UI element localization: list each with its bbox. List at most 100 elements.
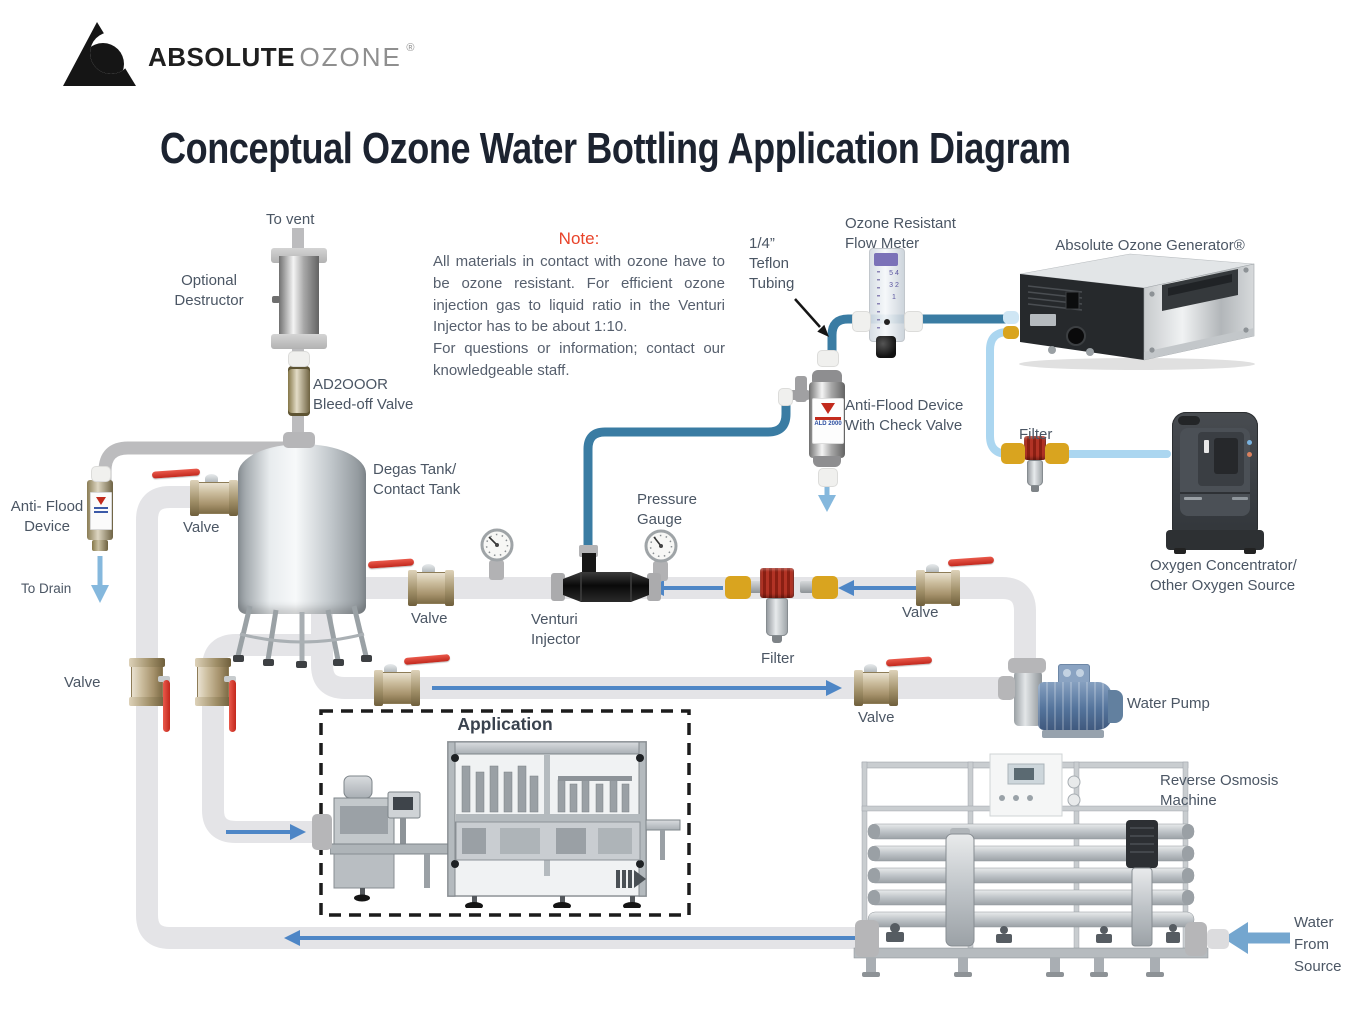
optional-destructor-label: Optional Destructor: [174, 272, 244, 310]
anti-flood-device-left: [87, 480, 113, 540]
pressure-gauge-label: Pressure Gauge: [637, 491, 698, 529]
oxygen-filter-bowl: [1027, 460, 1043, 486]
flow-meter-fitting-left: [852, 311, 871, 332]
concentrator-base: [1166, 530, 1264, 550]
oxygen-filter-cap: [1024, 436, 1046, 460]
flow-meter-ticks: [877, 271, 880, 333]
pump-top-valve-ball: [926, 564, 939, 573]
ozone-line-afd-to-venturi: [583, 394, 791, 556]
destructor-side-port: [272, 296, 280, 303]
flow-meter-knob: [876, 336, 896, 358]
pump-bottom-valve-label: Valve: [858, 709, 895, 726]
reverse-osmosis-machine: [853, 753, 1209, 977]
left-valve-1: [129, 658, 165, 706]
afd-center-elbow-h: [786, 390, 810, 400]
concentrator-foot-right: [1244, 548, 1256, 554]
application-inlet-fitting: [312, 814, 332, 850]
flow-arrow-into-application: [226, 824, 306, 840]
pump-base: [1042, 730, 1104, 738]
left-valve-1-stem: [158, 676, 170, 682]
teflon-tubing-label: 1/4” Teflon Tubing: [749, 235, 795, 293]
flow-meter-scale: 5 4 3 2 1: [889, 270, 899, 301]
flow-meter-brand-band: [874, 253, 898, 266]
oxygen-filter-gold-right: [1045, 443, 1069, 464]
tank-inlet-valve: [190, 480, 238, 516]
bleed-valve-label: AD2OOOR Bleed-off Valve: [313, 376, 414, 414]
tank-top-fitting: [283, 432, 315, 448]
water-pump-label: Water Pump: [1127, 695, 1210, 712]
water-filter-drain: [772, 636, 782, 643]
pump-end-bell: [1108, 690, 1123, 723]
afd-left-logo-icon: [96, 497, 106, 505]
tank-outlet-valve-ball: [384, 664, 397, 673]
pump-bottom-valve: [854, 670, 898, 706]
anti-flood-left-label: Anti- Flood Device: [10, 498, 84, 536]
ro-source-stub: [1207, 929, 1229, 949]
tank-outlet-valve: [374, 670, 420, 706]
pump-inlet-fitting: [998, 676, 1015, 700]
logo-text-absolute: ABSOLUTE: [148, 42, 295, 72]
left-valve-1-handle: [163, 680, 170, 732]
generator-ozone-outlet-fitting: [1003, 311, 1019, 324]
note-heading: Note:: [558, 229, 600, 248]
absolute-ozone-logo-icon: [63, 22, 139, 88]
to-vent-label: To vent: [266, 211, 315, 228]
ad2ooor-bleed-off-valve: [288, 366, 310, 416]
concentrator-foot-left: [1174, 548, 1186, 554]
afd-center-bottom-fitting: [818, 468, 838, 487]
application-box-border: [319, 709, 691, 917]
recirculation-pipe: [358, 577, 1036, 668]
water-source-label: Water From Source: [1294, 914, 1342, 975]
oxygen-filter-label: Filter: [1019, 426, 1053, 443]
drain-arrow-center: [818, 486, 836, 512]
destructor-fitting: [288, 351, 310, 367]
concentrator-power-switch: [1204, 440, 1209, 453]
flow-meter-float: [884, 319, 890, 325]
afd-left-top-fitting: [91, 466, 111, 482]
logo-text-ozone: OZONE: [299, 42, 402, 72]
ozone-generator: [1019, 253, 1255, 370]
ozone-destructor: [279, 256, 319, 338]
afd-center-bottom-cone: [813, 456, 841, 467]
flow-arrow-into-filter: [838, 580, 916, 596]
application-title: Application: [457, 714, 553, 734]
tank-inlet-valve-ball: [205, 474, 218, 483]
pump-bottom-valve-ball: [864, 664, 877, 673]
ozone-line-generator-to-afd: [827, 314, 1017, 359]
flow-meter-label: Ozone Resistant Flow Meter: [845, 215, 956, 253]
pressure-gauge-2: [644, 529, 678, 581]
teflon-pointer-arrow: [794, 298, 829, 337]
pressure-gauge-1: [480, 528, 514, 580]
generator-label: Absolute Ozone Generator®: [1055, 237, 1245, 254]
pump-top-fitting: [1008, 658, 1046, 673]
afd-center-elbow-fitting: [778, 388, 793, 406]
ro-source-fitting-right: [1185, 922, 1207, 956]
flow-arrow-ro-to-left: [284, 930, 858, 946]
afd-left-bottom-cap: [92, 540, 108, 551]
tank-to-application-pipe: [202, 634, 322, 843]
venturi-injector: [551, 545, 661, 602]
concentrator-display: [1214, 438, 1238, 474]
flow-arrow-to-pump: [432, 680, 842, 696]
water-from-source-arrow: [1223, 922, 1290, 954]
venturi-label: Venturi Injector: [531, 611, 581, 649]
afd-center-model-text: ALD 2000: [814, 421, 842, 427]
note-body: All materials in contact with ozone have…: [433, 253, 725, 379]
pump-motor: [1038, 682, 1112, 730]
afd-center-logo-icon: [821, 403, 835, 414]
recirculation-valve: [408, 570, 454, 606]
left-valve-2-stem: [224, 676, 236, 682]
registered-mark: ®: [406, 42, 415, 54]
pump-junction-box: [1058, 664, 1090, 684]
water-filter-label: Filter: [761, 650, 795, 667]
tank-legs: [233, 605, 372, 668]
left-valves-label: Valve: [64, 674, 101, 691]
ozone-flow-meter: [869, 248, 905, 342]
pump-top-valve-label: Valve: [902, 604, 939, 621]
afd-center-label: Anti-Flood Device With Check Valve: [845, 397, 964, 435]
flow-meter-fitting-right: [904, 311, 923, 332]
degas-contact-tank: [238, 444, 366, 614]
page-title: Conceptual Ozone Water Bottling Applicat…: [160, 124, 1071, 173]
